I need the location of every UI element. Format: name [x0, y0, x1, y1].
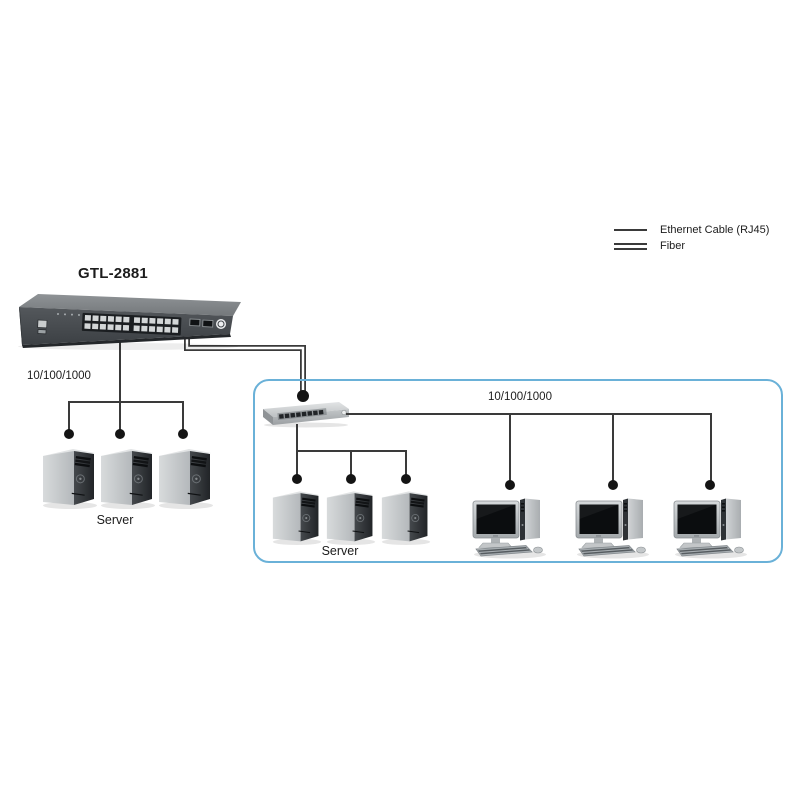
- ethernet-link: [296, 450, 298, 477]
- ethernet-link: [182, 401, 184, 432]
- connection-node-dot: [292, 474, 302, 484]
- server-tower-icon: [271, 486, 323, 545]
- server-tower-icon: [380, 486, 432, 545]
- lan-server-group-label: Server: [321, 544, 359, 558]
- ethernet-link: [612, 413, 614, 482]
- desktop-switch-icon: [260, 398, 352, 428]
- legend: Ethernet Cable (RJ45) Fiber: [614, 222, 769, 254]
- ethernet-link: [119, 401, 121, 432]
- ethernet-link: [509, 413, 511, 482]
- connection-node-dot: [608, 480, 618, 490]
- legend-item-ethernet: Ethernet Cable (RJ45): [614, 222, 769, 238]
- lan-speed-label: 10/100/1000: [488, 391, 552, 403]
- ethernet-line-swatch: [614, 229, 647, 231]
- connection-node-dot: [401, 474, 411, 484]
- legend-label-fiber: Fiber: [660, 240, 686, 252]
- ethernet-link: [68, 401, 184, 403]
- legend-label-ethernet: Ethernet Cable (RJ45): [660, 224, 770, 236]
- server-tower-icon: [99, 443, 157, 509]
- ethernet-link: [119, 342, 121, 402]
- legend-item-fiber: Fiber: [614, 238, 769, 254]
- core-switch-model-label: GTL-2881: [78, 265, 148, 282]
- connection-node-dot: [297, 390, 309, 402]
- fiber-line-swatch: [614, 242, 647, 250]
- connection-node-dot: [346, 474, 356, 484]
- ethernet-link: [405, 450, 407, 477]
- rack-switch-icon: [18, 294, 241, 350]
- ethernet-link: [68, 401, 70, 432]
- connection-node-dot: [64, 429, 74, 439]
- server-tower-icon: [325, 486, 377, 545]
- lan-group-box: [253, 379, 783, 563]
- server-tower-icon: [157, 443, 215, 509]
- connection-node-dot: [115, 429, 125, 439]
- connection-node-dot: [705, 480, 715, 490]
- server-tower-icon: [41, 443, 99, 509]
- desktop-computer-icon: [472, 495, 550, 559]
- left-speed-label: 10/100/1000: [27, 370, 91, 382]
- left-server-group-label: Server: [96, 513, 134, 527]
- fiber-link: [184, 337, 306, 393]
- ethernet-link: [350, 450, 352, 477]
- connection-node-dot: [178, 429, 188, 439]
- desktop-computer-icon: [575, 495, 653, 559]
- connection-node-dot: [505, 480, 515, 490]
- ethernet-link: [346, 413, 712, 415]
- ethernet-link: [710, 413, 712, 482]
- desktop-computer-icon: [673, 495, 751, 559]
- ethernet-link: [296, 424, 298, 451]
